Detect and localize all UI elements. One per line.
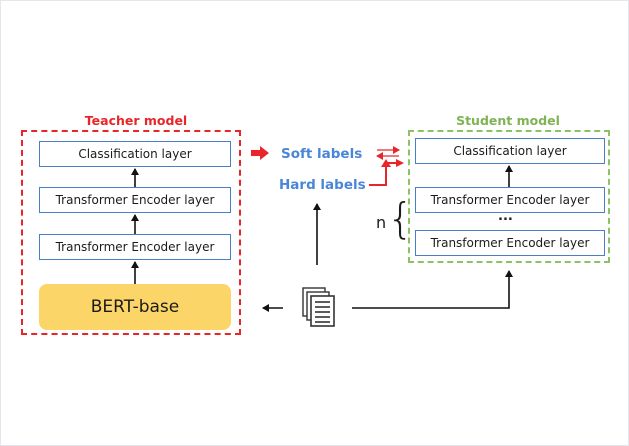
bert-base-block: BERT-base bbox=[39, 284, 231, 330]
student-ellipsis: ... bbox=[498, 209, 513, 224]
document-stack-icon bbox=[301, 287, 337, 329]
hard-labels-to-student-arrow bbox=[369, 164, 387, 186]
teacher-model-title: Teacher model bbox=[84, 113, 188, 128]
student-model-box bbox=[408, 130, 610, 263]
teacher-encoder-layer-top: Transformer Encoder layer bbox=[39, 187, 231, 213]
student-encoder-layer-bottom: Transformer Encoder layer bbox=[415, 230, 605, 256]
repeat-count-label: n bbox=[376, 213, 387, 232]
student-classification-layer: Classification layer bbox=[415, 138, 605, 164]
student-model-title: Student model bbox=[456, 113, 560, 128]
soft-labels-text: Soft labels bbox=[281, 146, 363, 162]
teacher-model-box bbox=[21, 130, 241, 335]
teacher-to-soft-labels-arrow bbox=[251, 146, 269, 160]
repeat-brace: { bbox=[387, 194, 414, 243]
student-encoder-layer-top: Transformer Encoder layer bbox=[415, 187, 605, 213]
hard-labels-text: Hard labels bbox=[279, 177, 366, 193]
teacher-classification-layer: Classification layer bbox=[39, 141, 231, 167]
doc-to-student-arrow bbox=[352, 270, 513, 309]
teacher-encoder-layer-bottom: Transformer Encoder layer bbox=[39, 234, 231, 260]
